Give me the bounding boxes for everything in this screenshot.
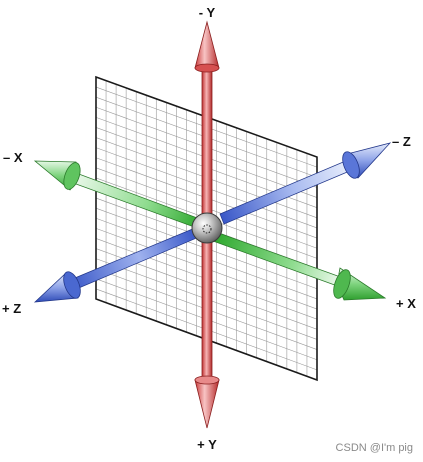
pos-x-label: + X bbox=[396, 296, 416, 311]
neg-y-label: - Y bbox=[199, 5, 216, 20]
pos-y-arrowhead bbox=[194, 379, 220, 429]
neg-z-arrowhead-base bbox=[342, 151, 360, 179]
grid-plane-border bbox=[95, 75, 318, 382]
origin-marker-icon bbox=[202, 224, 212, 234]
neg-x-label: – X bbox=[3, 150, 23, 165]
neg-z-label: – Z bbox=[392, 134, 411, 149]
origin-sphere bbox=[191, 212, 223, 244]
pos-x-arrowhead-base bbox=[333, 269, 351, 299]
pos-y-label: + Y bbox=[197, 437, 217, 452]
pos-y-arrowhead-base bbox=[194, 375, 220, 385]
pos-z-arrowhead-base bbox=[63, 271, 81, 299]
watermark: CSDN @I'm pig bbox=[336, 442, 413, 454]
pos-z-label: + Z bbox=[2, 301, 21, 316]
origin-sphere-body bbox=[191, 212, 223, 244]
z-axis bbox=[33, 142, 392, 303]
neg-y-arrowhead-base bbox=[194, 63, 220, 73]
neg-x-arrowhead-base bbox=[63, 162, 81, 190]
